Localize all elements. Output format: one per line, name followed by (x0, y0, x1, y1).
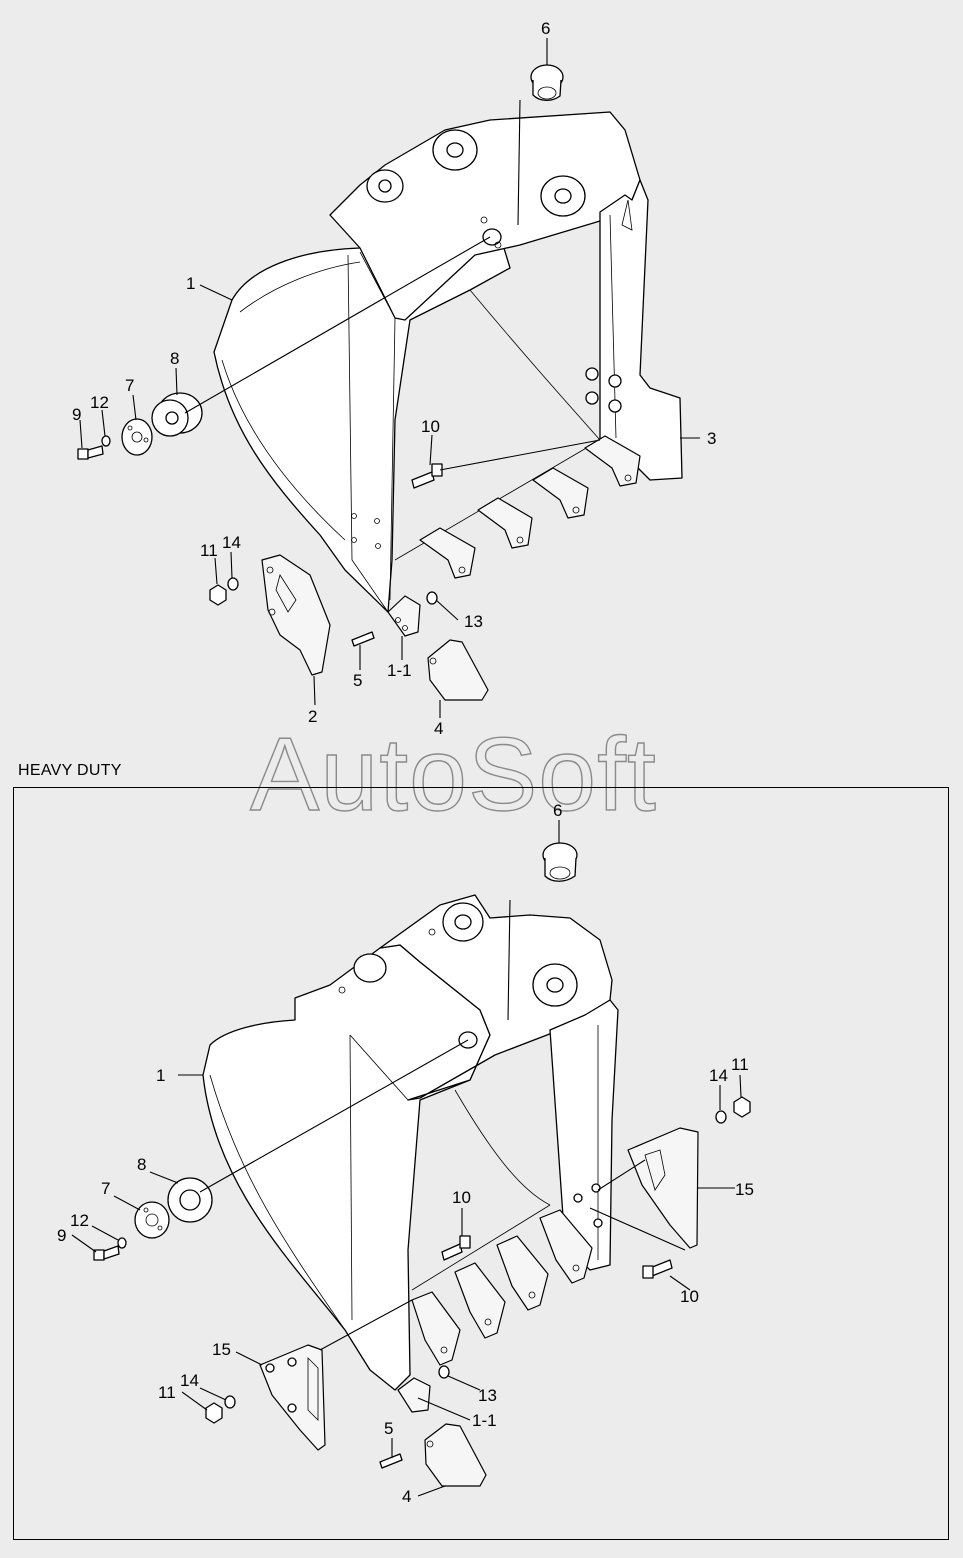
callout-13: 13 (464, 612, 483, 631)
top-bucket-assembly: 6 1 8 7 12 9 10 3 11 14 13 5 1-1 2 4 (72, 19, 716, 738)
callout-5: 5 (353, 671, 362, 690)
top-bucket-shell (213, 229, 511, 613)
top-part-5-pin (351, 631, 375, 647)
hd-part-14-washer-left (224, 1395, 236, 1409)
watermark: AutoSoft (249, 716, 657, 833)
hd-callout-1: 1 (156, 1066, 165, 1085)
callout-12: 12 (90, 393, 109, 412)
hd-part-15-side-plate-left (259, 1344, 326, 1451)
hd-callout-7: 7 (101, 1179, 110, 1198)
heavy-duty-section-label: HEAVY DUTY (18, 762, 122, 779)
top-part-14-washer (227, 577, 239, 591)
hd-part-6-bushing (542, 842, 578, 882)
hd-part-7-plate (134, 1201, 170, 1239)
hd-callout-9: 9 (57, 1226, 66, 1245)
callout-8: 8 (170, 349, 179, 368)
hd-callout-4: 4 (402, 1487, 411, 1506)
hd-part-4-tooth (424, 1423, 487, 1487)
callout-6: 6 (541, 19, 550, 38)
top-part-4-tooth (427, 639, 489, 701)
hd-part-8-ring (167, 1177, 213, 1223)
hd-callout-5: 5 (384, 1419, 393, 1438)
hd-callout-10-b: 10 (680, 1287, 699, 1306)
top-part-6-bushing (530, 64, 564, 102)
top-bucket-right-wall (599, 179, 683, 481)
callout-11: 11 (200, 541, 218, 560)
hd-part-11-nut-right (733, 1096, 751, 1118)
callout-10: 10 (421, 417, 440, 436)
heavy-duty-frame (13, 787, 949, 1540)
top-part-11-nut (209, 584, 227, 606)
hd-part-5-pin (379, 1453, 403, 1469)
callout-7: 7 (125, 376, 134, 395)
hd-callout-8: 8 (137, 1155, 146, 1174)
callout-9: 9 (72, 405, 81, 424)
hd-callout-10-a: 10 (452, 1188, 471, 1207)
hd-part-10-bolt-b (642, 1259, 673, 1279)
hd-bucket-shell (202, 944, 491, 1391)
hd-callout-15-a: 15 (212, 1340, 231, 1359)
callout-3: 3 (707, 429, 716, 448)
callout-14: 14 (222, 533, 241, 552)
hd-part-10-bolt-a (441, 1235, 471, 1261)
top-part-2-side-cutter (261, 554, 331, 676)
hd-callout-11-b: 11 (731, 1055, 749, 1074)
hd-teeth-row (411, 1209, 593, 1366)
top-leaders (79, 38, 700, 718)
hd-part-12-washer (117, 1237, 127, 1249)
hd-callout-1-1: 1-1 (472, 1411, 497, 1430)
callout-4: 4 (434, 719, 443, 738)
callout-1: 1 (186, 274, 195, 293)
callout-1-1: 1-1 (387, 661, 412, 680)
top-corner-adapter (387, 595, 421, 637)
hd-corner-adapter (397, 1377, 431, 1413)
hd-leaders (71, 820, 742, 1497)
hd-callout-15-b: 15 (735, 1180, 754, 1199)
hd-callout-13: 13 (478, 1386, 497, 1405)
heavy-duty-bucket-assembly: 6 1 8 7 12 9 10 10 11 14 15 15 14 11 13 … (57, 801, 754, 1506)
hd-part-9-bolt (93, 1245, 120, 1261)
top-part-13-washer (426, 591, 438, 605)
hd-part-14-washer-right (715, 1110, 727, 1124)
hd-bucket-right-wall (549, 999, 619, 1271)
hd-callouts: 6 1 8 7 12 9 10 10 11 14 15 15 14 11 13 … (57, 801, 754, 1506)
hd-callout-6: 6 (553, 801, 562, 820)
hd-callout-11-a: 11 (158, 1383, 176, 1402)
top-part-9-bolt (77, 445, 104, 460)
hd-callout-12: 12 (70, 1211, 89, 1230)
callout-2: 2 (308, 707, 317, 726)
hd-part-13-washer (438, 1365, 450, 1379)
top-part-10-bolt (411, 463, 443, 489)
top-teeth-row (419, 435, 641, 579)
top-part-7-plate (121, 418, 153, 456)
top-part-12-washer (101, 435, 111, 447)
hd-callout-14-b: 14 (709, 1066, 728, 1085)
top-part-8-shim-pack (151, 392, 203, 437)
top-callouts: 6 1 8 7 12 9 10 3 11 14 13 5 1-1 2 4 (72, 19, 716, 738)
hd-part-11-nut-left (205, 1402, 223, 1424)
hd-callout-14-a: 14 (180, 1371, 199, 1390)
